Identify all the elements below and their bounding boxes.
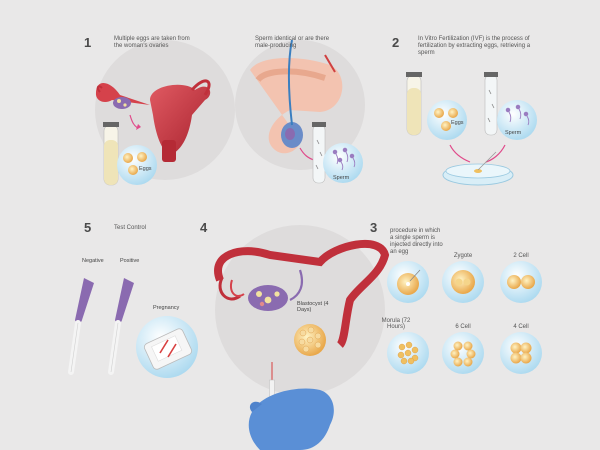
stage-4-cell-bubble: [500, 332, 542, 374]
test-tube-male: [312, 122, 326, 184]
eggs-label-2: Eggs: [451, 120, 464, 126]
stage-label-6-cell: 6 Cell: [455, 324, 471, 330]
step-number-2: 2: [392, 35, 400, 50]
pregnancy-label: Pregnancy: [153, 305, 180, 311]
petri-dish: [442, 151, 514, 186]
sperm-label-male: Sperm: [333, 175, 350, 181]
step-number-5: 5: [84, 220, 92, 235]
test-tube-1: [103, 122, 119, 186]
uterus-illustration-4: [214, 239, 390, 348]
arrow-2b: [485, 144, 506, 163]
step3-caption: procedure in which a single sperm is inj…: [390, 228, 443, 255]
eggs-bubble-1: [117, 145, 157, 185]
step5-caption: Test Control: [114, 225, 147, 231]
positive-label: Positive: [120, 258, 140, 264]
male-anatomy-illustration: [250, 39, 343, 154]
male-caption: Sperm identical or are there male-produc…: [255, 36, 330, 49]
sperm-label-2: Sperm: [505, 130, 522, 136]
step2-caption: In Vitro Fertilization (IVF) is the proc…: [418, 36, 531, 56]
glove-hand: [248, 388, 334, 450]
step4-bg-circle: [215, 225, 385, 395]
test-stick-negative: [68, 278, 94, 375]
test-tube-eggs-2: [406, 72, 422, 136]
pregnancy-test-window: [143, 328, 193, 370]
step1-caption: Multiple eggs are taken from the woman's…: [114, 36, 190, 49]
eggs-label-1: Eggs: [139, 166, 152, 172]
uterus-illustration-1: [95, 79, 211, 162]
step-number-3: 3: [370, 220, 378, 235]
blastocyst-label: Blastocyst (4 Days): [297, 301, 329, 313]
stage-label-morula: Morula (72 Hours): [381, 318, 411, 330]
arrow-2a: [449, 144, 471, 163]
step-number-4: 4: [200, 220, 208, 235]
stage-label-zygote: Zygote: [453, 253, 473, 259]
step-number-1: 1: [84, 35, 92, 50]
test-tube-sperm-2: [484, 72, 498, 136]
test-stick-positive: [108, 278, 134, 375]
arrow-male: [299, 147, 315, 161]
stage-label-2-cell: 2 Cell: [513, 253, 529, 259]
negative-label: Negative: [82, 258, 104, 264]
stage-label-4-cell: 4 Cell: [513, 324, 529, 330]
stage-6-cell-bubble: [442, 332, 484, 374]
